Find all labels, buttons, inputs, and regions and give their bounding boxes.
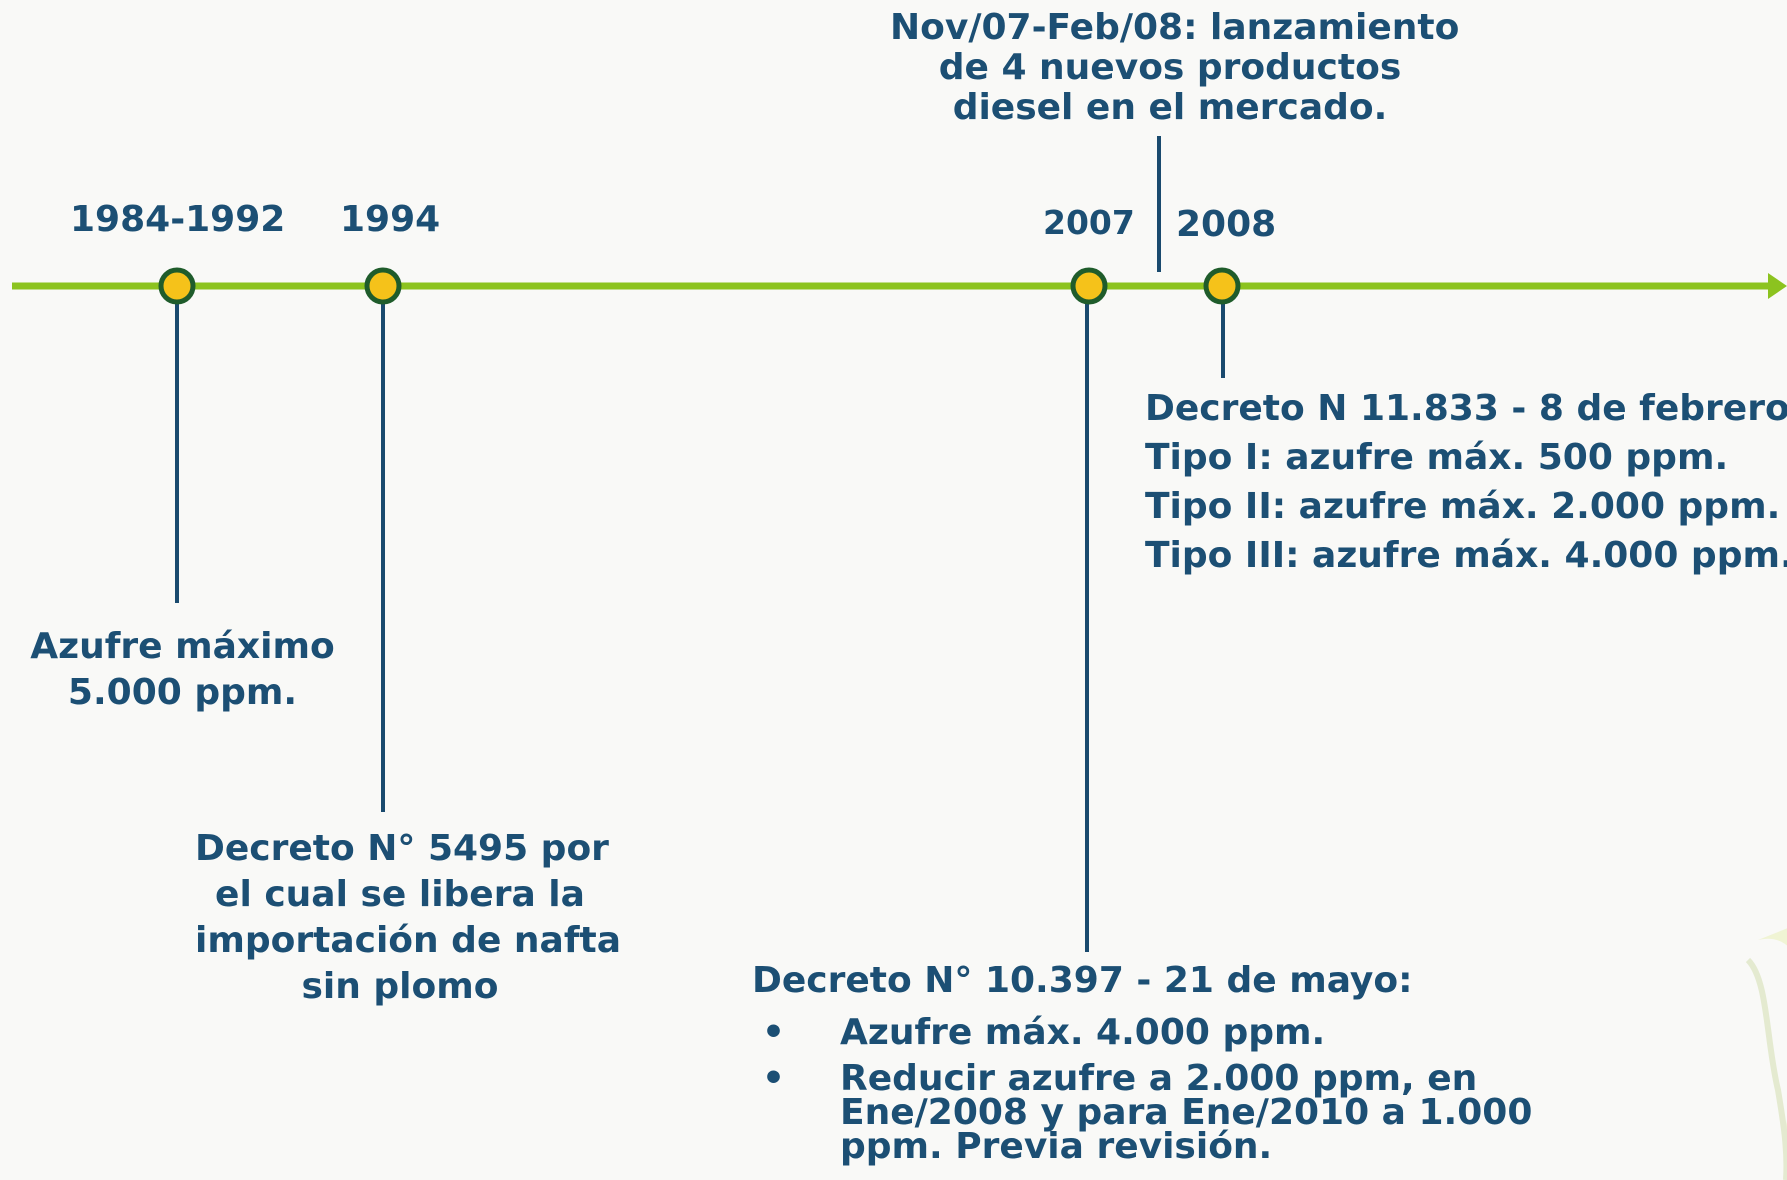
event-nov07-line: Nov/07-Feb/08: lanzamiento [890, 7, 1460, 48]
event-2007-bullet-line: Azufre máx. 4.000 ppm. [840, 1012, 1326, 1053]
event-2008-line: Tipo II: azufre máx. 2.000 ppm. [1145, 486, 1781, 527]
timeline-arrowhead [1768, 273, 1787, 299]
decorative-leaf-icon [1745, 928, 1787, 1180]
event-2007-bullet-line: Ene/2008 y para Ene/2010 a 1.000 [840, 1092, 1533, 1133]
year-label-2008: 2008 [1176, 204, 1277, 245]
year-label-1984: 1984-1992 [70, 199, 286, 240]
marker-1984 [158, 267, 196, 305]
year-label-1994: 1994 [340, 199, 441, 240]
event-2007-bullets: Azufre máx. 4.000 ppm. Reducir azufre a … [752, 1012, 1533, 1167]
event-nov07: Nov/07-Feb/08: lanzamiento de 4 nuevos p… [890, 7, 1460, 128]
marker-2007 [1070, 267, 1108, 305]
event-2007-bullet: Azufre máx. 4.000 ppm. [752, 1012, 1532, 1053]
event-2007: Decreto N° 10.397 - 21 de mayo: Azufre m… [752, 958, 1533, 1167]
event-2007-title: Decreto N° 10.397 - 21 de mayo: [752, 960, 1413, 1001]
event-2007-bullet-line: Reducir azufre a 2.000 ppm, en [840, 1058, 1478, 1099]
event-2008: Decreto N 11.833 - 8 de febrero Tipo I: … [1145, 384, 1787, 580]
event-2007-bullet: Reducir azufre a 2.000 ppm, en Ene/2008 … [752, 1058, 1533, 1167]
year-label-2007: 2007 [1043, 203, 1135, 242]
event-1994-line: importación de nafta [195, 920, 621, 961]
marker-1994 [364, 267, 402, 305]
event-1984-line: Azufre máximo [30, 626, 335, 667]
marker-2008 [1203, 267, 1241, 305]
event-2008-line: Decreto N 11.833 - 8 de febrero [1145, 388, 1787, 429]
event-nov07-line: de 4 nuevos productos [938, 47, 1402, 88]
event-2008-line: Tipo I: azufre máx. 500 ppm. [1145, 437, 1729, 478]
event-1984: Azufre máximo 5.000 ppm. [25, 624, 340, 716]
event-2007-bullet-line: ppm. Previa revisión. [840, 1126, 1273, 1167]
event-1994-line: sin plomo [301, 966, 499, 1007]
event-1994-line: el cual se libera la [215, 874, 585, 915]
event-2008-line: Tipo III: azufre máx. 4.000 ppm. [1145, 535, 1787, 576]
event-1994: Decreto N° 5495 por el cual se libera la… [195, 826, 621, 1010]
event-nov07-line: diesel en el mercado. [952, 87, 1388, 128]
event-1984-line: 5.000 ppm. [67, 672, 298, 713]
event-1994-line: Decreto N° 5495 por [195, 828, 609, 869]
